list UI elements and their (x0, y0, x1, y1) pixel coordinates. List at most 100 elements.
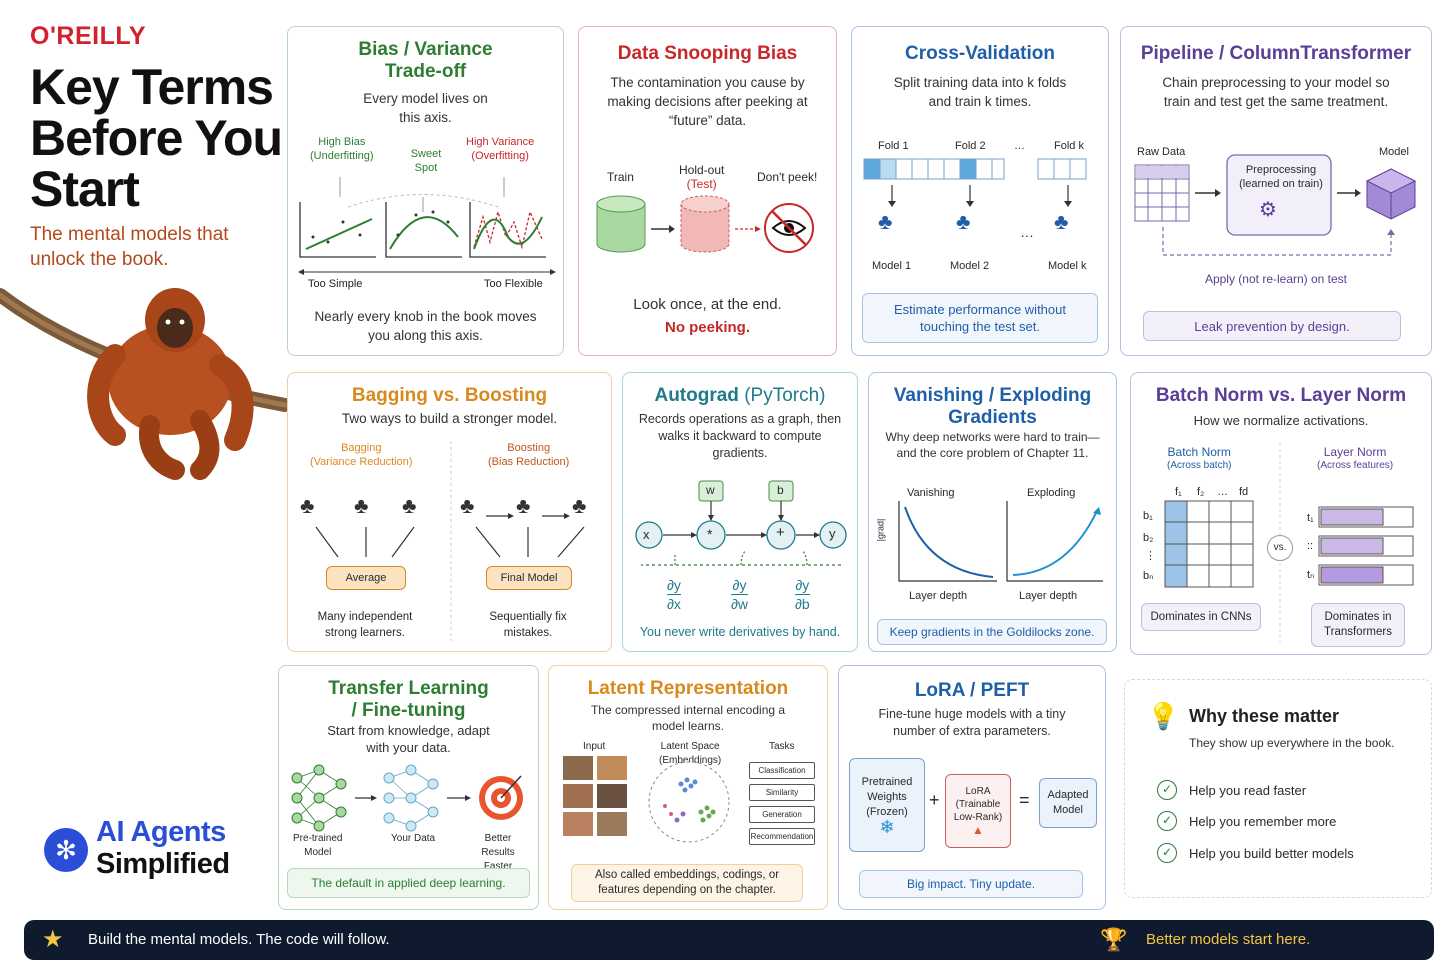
grad-dy-db: ∂y∂b (795, 577, 810, 612)
lora-footer: Big impact. Tiny update. (859, 870, 1083, 898)
pipeline-diagram (1134, 154, 1417, 256)
lora-box: LoRA (Trainable Low-Rank) ▲ (945, 774, 1011, 848)
check-icon: ✓ (1157, 843, 1177, 863)
layer-row-t1: t₁ (1307, 512, 1314, 524)
vanishing-title: Vanishing / Exploding Gradients (893, 385, 1092, 428)
better-results-label: Better Results Faster (481, 833, 515, 872)
pipeline-title: Pipeline / ColumnTransformer (1140, 43, 1412, 64)
tasks-label: Tasks (769, 741, 795, 752)
bias-variance-plots (298, 177, 556, 275)
data-snooping-footer-1: Look once, at the end. (633, 296, 782, 313)
feature-dots: … (1217, 486, 1228, 498)
autograd-title: Autograd (PyTorch) (654, 385, 826, 406)
bagging-boosting-subtitle: Two ways to build a stronger model. (341, 411, 558, 426)
layer-norm-note: Dominates in Transformers (1311, 603, 1405, 647)
high-variance-label: High Variance(Overfitting) (466, 136, 535, 162)
row-bn: bₙ (1143, 570, 1154, 582)
layer-norm-rows (1318, 506, 1414, 586)
preprocessing-label: Preprocessing(learned on train) (1239, 164, 1323, 190)
why-item: ✓ Help you remember more (1157, 811, 1336, 831)
latent-footer: Also called embeddings, codings, or feat… (571, 864, 803, 902)
card-transfer-learning: Transfer Learning / Fine-tuning Start fr… (278, 665, 539, 910)
transfer-subtitle: Start from knowledge, adapt with your da… (327, 723, 490, 755)
pipeline-footer: Leak prevention by design. (1143, 311, 1401, 341)
bagging-tree-icon: ♣ (402, 493, 417, 518)
transfer-title: Transfer Learning / Fine-tuning (328, 678, 489, 721)
holdout-label: Hold-out(Test) (679, 163, 725, 191)
brand-logo: ✻ (44, 828, 88, 872)
bagging-label: Bagging(Variance Reduction) (310, 442, 413, 468)
fold-2-label: Fold 2 (955, 140, 986, 152)
model-k-label: Model k (1048, 260, 1087, 272)
param-w: w (706, 483, 715, 497)
boosting-note: Sequentially fix mistakes. (489, 611, 567, 639)
param-b: b (777, 483, 784, 497)
transfer-diagram (291, 764, 523, 832)
data-snooping-footer-2: No peeking. (664, 319, 750, 336)
feature-fd: fd (1239, 486, 1249, 498)
node-mul: * (707, 526, 713, 542)
model-2-label: Model 2 (950, 260, 990, 272)
node-add: + (776, 524, 785, 541)
too-simple-label: Too Simple (308, 278, 363, 290)
cross-validation-title: Cross-Validation (905, 43, 1055, 64)
card-pipeline: Pipeline / ColumnTransformer Chain prepr… (1120, 26, 1432, 356)
lora-title: LoRA / PEFT (914, 680, 1030, 701)
page-tagline: The mental models that unlock the book. (30, 224, 229, 270)
page-title: Key Terms Before You Start (30, 62, 283, 217)
sweet-spot-label: Sweet Spot (410, 148, 442, 174)
orangutan-illustration (0, 288, 292, 480)
lora-plus: + (929, 790, 940, 810)
card-why-matter: 💡 Why these matter They show up everywhe… (1124, 679, 1432, 898)
model-1-tree-icon: ♣ (878, 209, 893, 234)
fold-k-label: Fold k (1054, 140, 1084, 152)
vs-badge: vs. (1267, 535, 1293, 561)
norm-title: Batch Norm vs. Layer Norm (1155, 385, 1407, 406)
why-subtitle: They show up everywhere in the book. (1189, 736, 1395, 750)
autograd-subtitle: Records operations as a graph, then walk… (638, 412, 842, 460)
task-generation: Generation (749, 806, 815, 823)
card-data-snooping: Data Snooping Bias The contamination you… (578, 26, 837, 356)
adapted-model-box: Adapted Model (1039, 778, 1097, 828)
boosting-tree-icon: ♣ (460, 493, 475, 518)
autograd-footer: You never write derivatives by hand. (639, 625, 841, 639)
task-classification: Classification (749, 762, 815, 779)
transfer-footer: The default in applied deep learning. (287, 868, 530, 898)
snowflake-icon: ❄ (879, 817, 895, 837)
card-lora: LoRA / PEFT Fine-tune huge models with a… (838, 665, 1106, 910)
bagging-boosting-arrows (315, 513, 585, 558)
snooping-diagram (596, 195, 814, 253)
bagging-tree-icon: ♣ (300, 493, 315, 518)
vanishing-label: Vanishing (907, 487, 955, 499)
cross-validation-subtitle: Split training data into k folds and tra… (893, 75, 1067, 109)
vanishing-footer: Keep gradients in the Goldilocks zone. (877, 619, 1107, 645)
brand-name: AI Agents Simplified (96, 816, 230, 880)
model-label: Model (1379, 146, 1409, 158)
fold-dots: … (1014, 140, 1025, 152)
autograd-graph (635, 480, 847, 566)
your-data-label: Your Data (391, 833, 436, 844)
lora-subtitle: Fine-tune huge models with a tiny number… (878, 707, 1066, 738)
fold-1-label: Fold 1 (878, 140, 909, 152)
too-flexible-label: Too Flexible (484, 278, 543, 290)
exploding-xlabel: Layer depth (1019, 590, 1078, 602)
data-snooping-subtitle: The contamination you cause by making de… (607, 75, 808, 128)
card-cross-validation: Cross-Validation Split training data int… (851, 26, 1109, 356)
feature-f2: f₂ (1197, 486, 1205, 498)
brand-line-2: Simplified (96, 848, 230, 880)
raw-data-label: Raw Data (1137, 146, 1186, 158)
fire-icon: ▲ (972, 823, 984, 837)
title-line-2: Before You (30, 110, 283, 166)
batch-norm-note: Dominates in CNNs (1141, 603, 1261, 631)
grad-dy-dx: ∂y∂x (667, 577, 681, 612)
boosting-tree-icon: ♣ (572, 493, 587, 518)
title-line-3: Start (30, 161, 140, 217)
row-dots: ⋮ (1145, 550, 1156, 562)
card-bagging-boosting: Bagging vs. Boosting Two ways to build a… (287, 372, 612, 652)
average-box: Average (326, 566, 406, 590)
pipeline-subtitle: Chain preprocessing to your model so tra… (1162, 75, 1390, 109)
check-icon: ✓ (1157, 780, 1177, 800)
pretrained-weights-box: Pretrained Weights (Frozen) ❄ (849, 758, 925, 852)
task-similarity: Similarity (749, 784, 815, 801)
dont-peek-label: Don't peek! (757, 170, 818, 184)
